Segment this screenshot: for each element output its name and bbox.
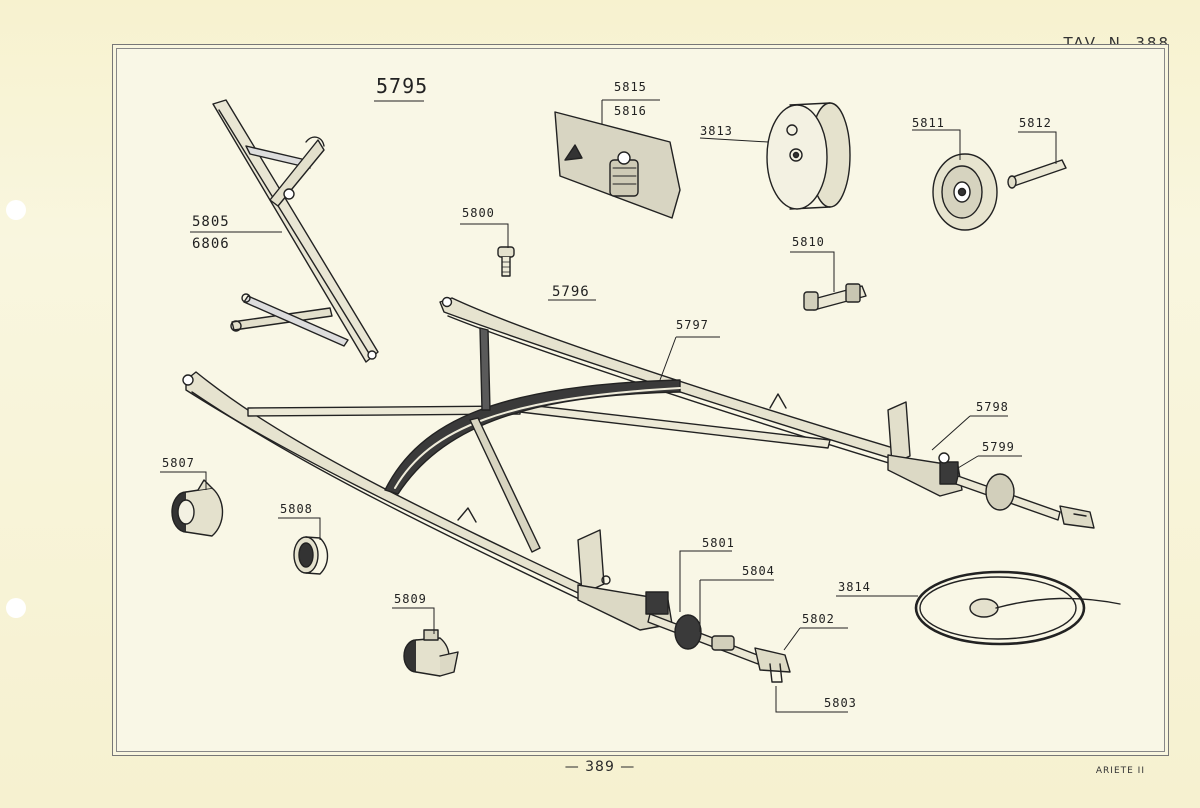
leader-5812	[1018, 131, 1057, 164]
label-5811: 5811	[912, 116, 945, 130]
label-5816: 5816	[614, 104, 647, 118]
clamp-5808	[293, 536, 329, 575]
label-5807: 5807	[162, 456, 195, 470]
label-5800: 5800	[462, 206, 495, 220]
page-number: — 389 —	[564, 759, 636, 775]
label-5808: 5808	[280, 502, 313, 516]
leader-5808	[278, 517, 321, 540]
label-3814: 3814	[838, 580, 871, 594]
leader-5799	[957, 455, 1022, 469]
model-name: ARIETE II	[1095, 766, 1145, 776]
label-5809: 5809	[394, 592, 427, 606]
leader-5800	[460, 223, 509, 248]
leader-5815	[601, 99, 660, 124]
leader-5804	[699, 579, 774, 632]
label-5810: 5810	[792, 235, 825, 249]
mounting-plate-5815	[554, 111, 681, 219]
leader-3813	[699, 137, 769, 143]
label-5798: 5798	[976, 400, 1009, 414]
strut-bracket-5805	[212, 99, 379, 363]
leader-5803	[775, 686, 848, 713]
label-5803: 5803	[824, 696, 857, 710]
drum-3813	[766, 102, 851, 210]
label-5797: 5797	[676, 318, 709, 332]
label-5815: 5815	[614, 80, 647, 94]
clamp-5809	[403, 629, 459, 677]
leader-5797	[659, 336, 720, 381]
punch-hole	[6, 200, 26, 220]
rod-end-5802	[647, 613, 791, 683]
label-5804: 5804	[742, 564, 775, 578]
pulley-5811	[932, 153, 998, 231]
pin-5812	[1007, 159, 1067, 189]
bolt-5810	[803, 283, 867, 311]
cable-3814	[914, 570, 1121, 646]
rod-end-5799	[955, 473, 1095, 529]
label-6806: 6806	[192, 236, 230, 252]
label-3813: 3813	[700, 124, 733, 138]
label-5799: 5799	[982, 440, 1015, 454]
leader-5809	[392, 607, 435, 634]
leader-5798	[931, 415, 1008, 451]
label-5795: 5795	[376, 74, 429, 98]
label-5805: 5805	[192, 214, 230, 230]
clamp-5807	[171, 479, 224, 537]
leader-5801	[679, 550, 732, 612]
leader-5810	[790, 251, 835, 292]
label-5802: 5802	[802, 612, 835, 626]
label-5796: 5796	[552, 284, 590, 300]
leader-5802	[783, 627, 848, 651]
leader-5807	[160, 471, 207, 490]
punch-hole	[6, 598, 26, 618]
label-5812: 5812	[1019, 116, 1052, 130]
leader-5811	[912, 129, 961, 160]
bolt-5800	[497, 246, 515, 277]
label-5801: 5801	[702, 536, 735, 550]
